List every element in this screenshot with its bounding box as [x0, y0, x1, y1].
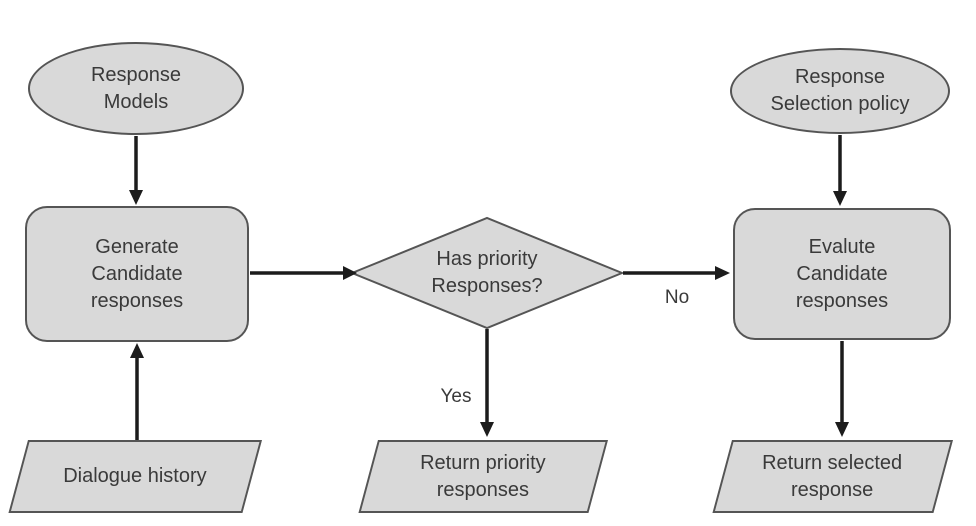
node-response-models-label: Response Models [90, 63, 182, 113]
diamond-shape [350, 216, 624, 330]
node-return-priority-responses: Return priority responses [358, 440, 608, 513]
node-return-selected-response: Return selected response [712, 440, 953, 513]
edge-label-no: No [664, 287, 690, 308]
arrow-decision-to-evalute [623, 266, 730, 280]
node-return-priority-responses-label: Return priority responses [420, 451, 547, 501]
node-dialogue-history: Dialogue history [8, 440, 262, 513]
arrow-dialogue-history-to-generate [130, 343, 144, 440]
node-generate-candidate-responses: Generate Candidate responses [25, 206, 249, 342]
arrow-decision-to-return-priority [480, 329, 494, 437]
node-response-models: Response Models [28, 42, 244, 135]
node-has-priority-responses-label: Has priority Responses? [431, 248, 543, 297]
arrow-generate-to-decision [250, 266, 357, 280]
node-evalute-candidate-responses-label: Evalute Candidate responses [795, 235, 889, 312]
node-evalute-candidate-responses: Evalute Candidate responses [733, 208, 951, 340]
node-has-priority-responses: Has priority Responses? [350, 215, 624, 331]
node-generate-candidate-responses-label: Generate Candidate responses [90, 235, 184, 312]
node-response-selection-policy-label: Response Selection policy [770, 66, 910, 115]
node-response-selection-policy: Response Selection policy [730, 48, 950, 134]
arrow-evalute-to-return-selected [835, 341, 849, 437]
edge-label-yes: Yes [440, 386, 472, 407]
node-return-selected-response-label: Return selected response [762, 451, 903, 501]
arrow-selection-policy-to-evalute [833, 135, 847, 206]
node-dialogue-history-label: Dialogue history [63, 465, 207, 487]
arrow-response-models-to-generate [129, 136, 143, 205]
